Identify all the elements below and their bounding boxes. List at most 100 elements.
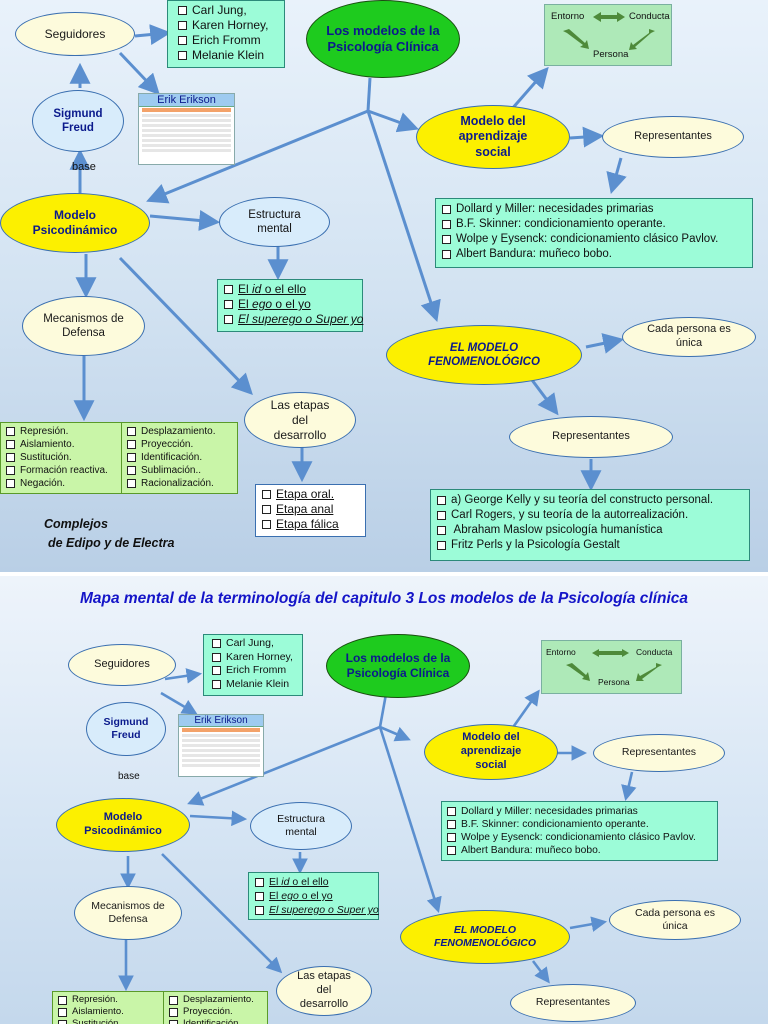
double-arrows-icon: [566, 649, 662, 681]
mecanismos-col-2: Desplazamiento. Proyección. Identificaci…: [121, 423, 220, 493]
title-node-label: Los modelos de la Psicología Clínica: [326, 22, 440, 54]
sigmund-freud-node-bottom[interactable]: Sigmund Freud: [86, 702, 166, 756]
erik-erikson-table: Erik Erikson: [138, 93, 235, 165]
aprendizaje-list: Dollard y Miller: necesidades primarias …: [435, 198, 753, 268]
list-item: Fritz Perls y la Psicología Gestalt: [437, 538, 743, 553]
checkbox-icon: [6, 466, 15, 475]
aprendizaje-list-bottom: Dollard y Miller: necesidades primarias …: [441, 801, 718, 861]
list-item: Desplazamiento.: [127, 425, 215, 438]
list-item: Racionalización.: [127, 477, 215, 490]
fenomenologico-list: a) George Kelly y su teoría del construc…: [430, 489, 750, 561]
sigmund-freud-node[interactable]: Sigmund Freud: [32, 90, 124, 152]
title-node[interactable]: Los modelos de la Psicología Clínica: [306, 0, 460, 78]
title-node-bottom[interactable]: Los modelos de la Psicología Clínica: [326, 634, 470, 698]
list-item: El ego o el yo: [224, 297, 356, 312]
table-row: [142, 134, 231, 137]
fenomenologico-node[interactable]: EL MODELO FENOMENOLÓGICO: [386, 325, 582, 385]
list-item: Erich Fromm: [212, 664, 296, 678]
seguidores-node[interactable]: Seguidores: [15, 12, 135, 56]
representantes-node-1-bottom[interactable]: Representantes: [593, 734, 725, 772]
list-item: Proyección.: [127, 438, 215, 451]
list-item: El superego o Super yo: [255, 903, 379, 917]
psicodinamico-node[interactable]: Modelo Psicodinámico: [0, 193, 150, 253]
mind-map-top: Seguidores Carl Jung, Karen Horney, Eric…: [0, 0, 768, 572]
list-item: Negación.: [6, 477, 116, 490]
aprendizaje-social-node[interactable]: Modelo del aprendizaje social: [416, 105, 570, 169]
list-item: Proyección.: [169, 1006, 254, 1018]
fenomenologico-node-bottom[interactable]: EL MODELO FENOMENOLÓGICO: [400, 910, 570, 964]
list-item: Carl Rogers, y su teoría de la autorreal…: [437, 508, 743, 523]
mecanismos-node[interactable]: Mecanismos de Defensa: [22, 296, 145, 356]
mecanismos-node-bottom[interactable]: Mecanismos de Defensa: [74, 886, 182, 940]
checkbox-icon: [58, 995, 67, 1005]
list-item: a) George Kelly y su teoría del construc…: [437, 493, 743, 508]
list-item: Identificación.: [169, 1018, 254, 1024]
list-item: Erich Fromm: [178, 33, 278, 48]
list-item: Karen Horney,: [212, 651, 296, 665]
checkbox-icon: [127, 453, 136, 462]
fenomenologico-label: EL MODELO FENOMENOLÓGICO: [428, 341, 540, 368]
checkbox-icon: [178, 6, 187, 15]
checkbox-icon: [212, 666, 221, 676]
erik-erikson-table-bottom: Erik Erikson: [178, 714, 264, 777]
checkbox-icon: [262, 520, 271, 529]
representantes-node-2[interactable]: Representantes: [509, 416, 673, 458]
table-row: [142, 139, 231, 142]
list-item: Melanie Klein: [178, 48, 278, 63]
map-caption: Mapa mental de la terminología del capit…: [79, 590, 689, 607]
cada-persona-node-bottom[interactable]: Cada persona es única: [609, 900, 741, 940]
etapas-node[interactable]: Las etapas del desarrollo: [244, 392, 356, 448]
checkbox-icon: [6, 427, 15, 436]
list-item: Carl Jung,: [212, 637, 296, 651]
mecanismos-list: Represión. Aislamiento. Sustitución. For…: [0, 422, 238, 494]
list-item: Dollard y Miller: necesidades primarias: [447, 805, 712, 818]
complejos-line-2: de Edipo y de Electra: [48, 536, 175, 551]
table-row: [142, 129, 231, 132]
list-item: Albert Bandura: muñeco bobo.: [447, 844, 712, 857]
checkbox-icon: [58, 1019, 67, 1024]
checkbox-icon: [447, 833, 456, 842]
checkbox-icon: [255, 905, 264, 915]
reciprocal-determinism-diagram: Entorno Conducta Persona: [544, 4, 672, 66]
checkbox-icon: [442, 250, 451, 259]
seguidores-node-bottom[interactable]: Seguidores: [68, 644, 176, 686]
table-row: [142, 144, 231, 147]
checkbox-icon: [437, 526, 446, 535]
estructura-mental-label: Estructura mental: [248, 208, 301, 235]
checkbox-icon: [127, 440, 136, 449]
mecanismos-col-1: Represión. Aislamiento. Sustitución. For…: [1, 423, 121, 493]
aprendizaje-social-node-bottom[interactable]: Modelo del aprendizaje social: [424, 724, 558, 780]
representantes-node-2-bottom[interactable]: Representantes: [510, 984, 636, 1022]
checkbox-icon: [178, 51, 187, 60]
psicodinamico-label: Modelo Psicodinámico: [32, 208, 118, 237]
estructura-mental-node[interactable]: Estructura mental: [219, 197, 330, 247]
list-item: Carl Jung,: [178, 3, 278, 18]
checkbox-icon: [224, 315, 233, 324]
checkbox-icon: [442, 220, 451, 229]
checkbox-icon: [212, 679, 221, 689]
estructura-mental-node-bottom[interactable]: Estructura mental: [250, 802, 352, 850]
representantes-node-1[interactable]: Representantes: [602, 116, 744, 158]
table-row: [142, 119, 231, 122]
list-item: Desplazamiento.: [169, 994, 254, 1006]
checkbox-icon: [169, 1007, 178, 1017]
checkbox-icon: [212, 639, 221, 649]
checkbox-icon: [224, 285, 233, 294]
aprendizaje-social-label: Modelo del aprendizaje social: [458, 113, 528, 159]
seguidores-list: Carl Jung, Karen Horney, Erich Fromm Mel…: [167, 0, 285, 68]
list-item: Aislamiento.: [6, 438, 116, 451]
etapas-node-bottom[interactable]: Las etapas del desarrollo: [276, 966, 372, 1016]
erik-erikson-title: Erik Erikson: [139, 94, 234, 107]
list-item: B.F. Skinner: condicionamiento operante.: [447, 818, 712, 831]
entorno-label: Entorno: [551, 11, 585, 22]
cada-persona-node[interactable]: Cada persona es única: [622, 317, 756, 357]
etapas-list: Etapa oral. Etapa anal Etapa fálica: [255, 484, 366, 537]
psicodinamico-node-bottom[interactable]: Modelo Psicodinámico: [56, 798, 190, 852]
list-item: Dollard y Miller: necesidades primarias: [442, 202, 746, 217]
list-item: Etapa oral.: [262, 487, 359, 502]
estructura-list: El id o el ello El ego o el yo El supere…: [217, 279, 363, 332]
checkbox-icon: [447, 807, 456, 816]
checkbox-icon: [127, 479, 136, 488]
checkbox-icon: [127, 427, 136, 436]
list-item: Albert Bandura: muñeco bobo.: [442, 247, 746, 262]
